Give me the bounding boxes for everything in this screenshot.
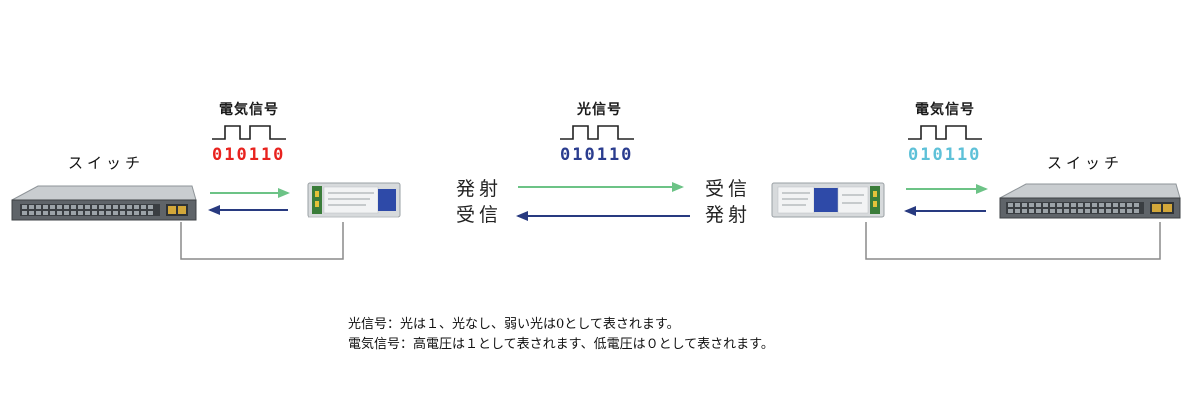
right-signal-label: 電気信号: [915, 102, 975, 118]
legend-notes: 光信号：光は１、光なし、弱い光は0として表されます。 電気信号：高電圧は１として…: [348, 315, 774, 355]
right-cable: [865, 222, 1161, 260]
right-module-tx-label: 発射: [705, 204, 752, 226]
left-module-tx-label: 発射: [456, 178, 503, 200]
right-module-rx-label: 受信: [705, 178, 752, 200]
left-square-wave-icon: [212, 125, 286, 140]
right-signal-bits: 010110: [908, 145, 982, 165]
left-switch-icon: [11, 185, 197, 221]
middle-signal-bits: 010110: [560, 145, 634, 165]
left-switch-label: スイッチ: [68, 154, 145, 172]
right-switch-icon: [999, 183, 1181, 219]
left-sfp-module-icon: [307, 182, 401, 218]
right-square-wave-icon: [908, 125, 982, 140]
middle-square-wave-icon: [560, 125, 634, 140]
note-optical-signal: 光信号：光は１、光なし、弱い光は0として表されます。: [348, 317, 680, 332]
right-sfp-module-icon: [771, 182, 885, 218]
middle-signal-label: 光信号: [577, 102, 622, 118]
left-module-labels: 発射 受信: [456, 176, 502, 228]
right-module-labels: 受信 発射: [705, 176, 751, 228]
left-module-rx-label: 受信: [456, 204, 503, 226]
left-signal-label: 電気信号: [219, 102, 279, 118]
note-electrical-signal: 電気信号：高電圧は１として表されます、低電圧は０として表されます。: [348, 337, 774, 352]
right-switch-label: スイッチ: [1047, 154, 1124, 172]
left-cable: [180, 222, 344, 260]
left-signal-bits: 010110: [212, 145, 286, 165]
